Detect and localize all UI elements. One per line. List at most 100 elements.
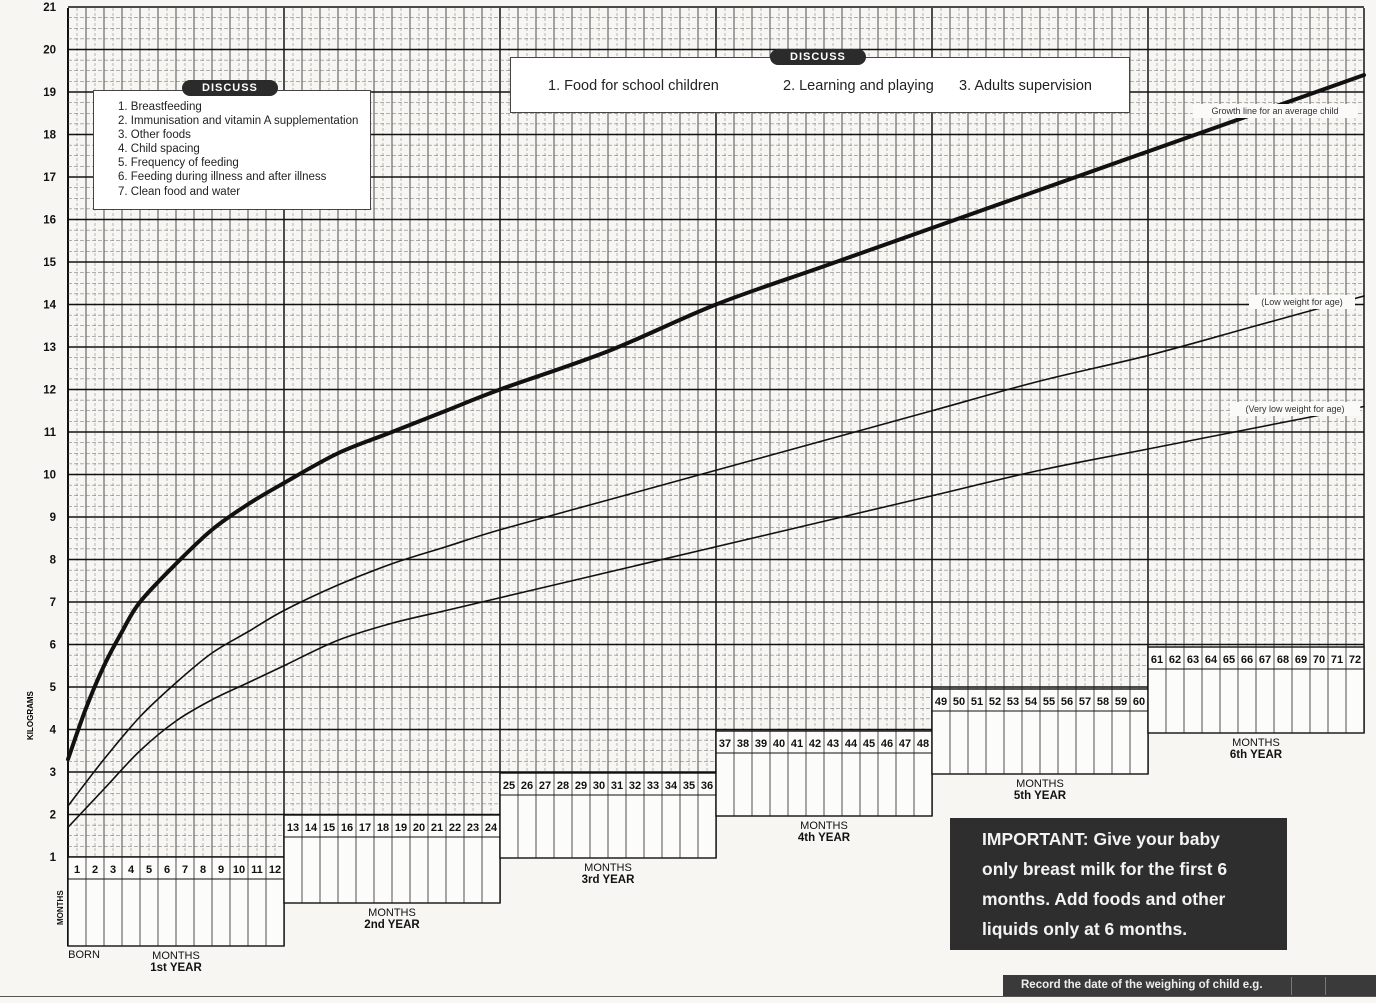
y-tick-label: 19 — [43, 87, 56, 99]
block-months-label: MONTHS — [368, 907, 416, 919]
footer-cell — [1325, 977, 1358, 995]
month-number: 14 — [305, 822, 318, 834]
months-vertical-label: MONTHS — [56, 890, 65, 925]
record-date-text: Record the date of the weighing of child… — [1021, 979, 1263, 991]
important-line-1: IMPORTANT: Give your baby — [982, 829, 1220, 849]
y-tick-label: 16 — [43, 215, 56, 227]
discuss-item: 4. Child spacing — [118, 143, 200, 156]
month-number: 57 — [1079, 696, 1091, 708]
y-tick-label: 8 — [50, 555, 57, 567]
month-number: 38 — [737, 738, 749, 750]
block-year-label: 6th YEAR — [1230, 749, 1283, 761]
y-tick-label: 10 — [43, 470, 56, 482]
month-number: 55 — [1043, 696, 1055, 708]
block-year-label: 5th YEAR — [1014, 790, 1067, 802]
month-number: 47 — [899, 738, 911, 750]
month-number: 20 — [413, 822, 425, 834]
month-number: 29 — [575, 780, 587, 792]
month-number: 31 — [611, 780, 623, 792]
block-months-label: MONTHS — [1016, 778, 1064, 790]
month-number: 12 — [269, 864, 281, 876]
y-tick-label: 14 — [43, 300, 56, 312]
line-label-bg — [1192, 104, 1358, 118]
month-number: 2 — [92, 864, 98, 876]
month-number: 19 — [395, 822, 407, 834]
block-year-label: 2nd YEAR — [364, 919, 420, 931]
discuss-item: 7. Clean food and water — [118, 185, 241, 198]
y-tick-label: 12 — [43, 385, 56, 397]
y-tick-label: 6 — [50, 640, 56, 652]
bottom-strip — [0, 996, 1376, 1003]
month-number: 5 — [146, 864, 152, 876]
month-number: 44 — [845, 738, 858, 750]
month-number: 10 — [233, 864, 245, 876]
month-number: 22 — [449, 822, 461, 834]
record-date-bar: Record the date of the weighing of child… — [1003, 975, 1376, 997]
discuss-item: 5. Frequency of feeding — [118, 157, 239, 170]
month-number: 66 — [1241, 654, 1253, 666]
block-months-label: MONTHS — [152, 950, 200, 962]
month-number: 13 — [287, 822, 299, 834]
month-number: 17 — [359, 822, 371, 834]
month-number: 70 — [1313, 654, 1325, 666]
month-number: 49 — [935, 696, 947, 708]
block-year-label: 3rd YEAR — [582, 874, 636, 886]
month-number: 43 — [827, 738, 839, 750]
y-tick-label: 2 — [50, 810, 56, 822]
month-number: 71 — [1331, 654, 1343, 666]
month-number: 60 — [1133, 696, 1145, 708]
y-tick-label: 7 — [50, 597, 56, 609]
y-tick-label: 13 — [43, 342, 56, 354]
month-number: 9 — [218, 864, 224, 876]
month-number: 24 — [485, 822, 498, 834]
month-number: 50 — [953, 696, 965, 708]
discuss-tag-left: DISCUSS — [182, 80, 278, 96]
discuss-item: 6. Feeding during illness and after illn… — [118, 171, 327, 184]
y-tick-label: 15 — [43, 257, 56, 269]
important-line-3: months. Add foods and other — [982, 889, 1226, 909]
month-number: 65 — [1223, 654, 1235, 666]
month-number: 35 — [683, 780, 695, 792]
month-number: 6 — [164, 864, 170, 876]
y-tick-label: 18 — [43, 130, 56, 142]
y-axis-label: KILOGRAMS — [26, 690, 35, 740]
month-number: 72 — [1349, 654, 1361, 666]
line-label-bg — [1249, 295, 1355, 309]
month-number: 4 — [128, 864, 135, 876]
month-number: 52 — [989, 696, 1001, 708]
discuss-box-top: 1. Food for school children 2. Learning … — [510, 57, 1130, 113]
y-tick-label: 20 — [43, 45, 56, 57]
month-number: 30 — [593, 780, 605, 792]
month-number: 64 — [1205, 654, 1218, 666]
block-year-label: 4th YEAR — [798, 832, 851, 844]
important-notice: IMPORTANT: Give your baby only breast mi… — [950, 818, 1287, 950]
line-label-bg — [1229, 402, 1361, 416]
month-number: 18 — [377, 822, 389, 834]
month-number: 58 — [1097, 696, 1109, 708]
month-number: 40 — [773, 738, 785, 750]
series-line-2 — [67, 295, 1365, 807]
series-line-1 — [66, 73, 1366, 762]
month-number: 51 — [971, 696, 983, 708]
born-label: BORN — [68, 949, 100, 961]
month-number: 27 — [539, 780, 551, 792]
month-number: 59 — [1115, 696, 1127, 708]
month-number: 25 — [503, 780, 515, 792]
line-label: (Very low weight for age) — [1245, 404, 1344, 414]
discuss-item: 1. Breastfeeding — [118, 101, 202, 113]
month-number: 11 — [251, 864, 263, 876]
month-number: 26 — [521, 780, 533, 792]
month-number: 67 — [1259, 654, 1271, 666]
y-tick-label: 21 — [43, 2, 56, 14]
month-number: 56 — [1061, 696, 1073, 708]
y-tick-label: 17 — [43, 172, 56, 184]
month-number: 45 — [863, 738, 875, 750]
growth-lines — [66, 73, 1366, 829]
block-year-label: 1st YEAR — [150, 962, 202, 974]
month-number: 37 — [719, 738, 731, 750]
y-tick-label: 5 — [50, 682, 57, 694]
block-months-label: MONTHS — [800, 820, 848, 832]
